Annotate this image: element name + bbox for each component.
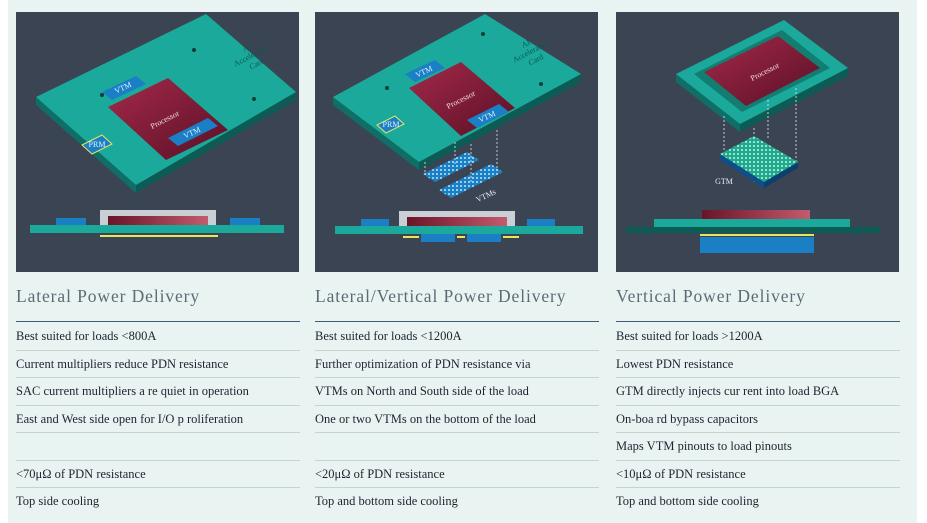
vtm-cross-section	[230, 218, 260, 225]
column-vertical: Processor GTM Vertical Power Delivery	[616, 12, 900, 515]
gtm-module	[720, 136, 798, 182]
spec-row: Top and bottom side cooling	[616, 494, 759, 508]
pcb-cross-section	[654, 219, 850, 227]
mounting-hole	[192, 48, 196, 52]
vtm-module	[168, 118, 218, 146]
spec-row: Top and bottom side cooling	[315, 494, 458, 508]
column-lateral: Processor VTM VTM PRM AI Accelerator Car…	[16, 12, 300, 515]
column-title: Lateral Power Delivery	[16, 286, 201, 306]
gtm-label: GTM	[715, 177, 733, 186]
vtm-module-exploded	[423, 152, 479, 182]
pcb-cross-section-base	[626, 227, 880, 233]
spec-row	[16, 433, 300, 461]
spec-row: Top side cooling	[16, 494, 100, 508]
column-lateral-vertical: Processor VTM VTM PRM AI Accelerator Car…	[315, 12, 599, 515]
pcb-cross-section	[30, 225, 284, 233]
solder-balls	[100, 235, 218, 237]
spec-list: Best suited for loads <1200A Further opt…	[315, 323, 599, 515]
gtm-cross-section	[700, 237, 814, 253]
substrate-side	[740, 68, 848, 132]
vtm-module	[405, 60, 445, 82]
accelerator-card-side	[333, 97, 419, 170]
prm-label: PRM	[89, 140, 106, 149]
lateral-vertical-illustration: Processor VTM VTM PRM AI Accelerator Car…	[315, 12, 598, 272]
title-rule	[315, 321, 599, 322]
lateral-illustration: Processor VTM VTM PRM AI Accelerator Car…	[16, 12, 299, 272]
vtm-module	[467, 104, 509, 128]
processor-chip	[108, 78, 228, 160]
lateral-diagram: Processor VTM VTM PRM AI Accelerator Car…	[30, 14, 296, 237]
accelerator-card-side	[136, 92, 296, 193]
prm-module	[376, 115, 405, 134]
gtm-module-side	[764, 162, 798, 188]
gtm-module-side	[720, 154, 764, 188]
assembly-arrows	[424, 130, 498, 182]
vtm-cross-section	[527, 219, 555, 226]
mounting-hole	[539, 82, 543, 86]
spec-row: <20μΩ of PDN resistance	[315, 461, 599, 488]
card-label: AI	[241, 42, 253, 54]
spec-row: Best suited for loads >1200A	[616, 323, 900, 351]
pcb-cross-section	[335, 226, 583, 234]
vtm-module	[102, 76, 146, 100]
spec-row: Maps VTM pinouts to load pinouts	[616, 433, 900, 461]
spec-row: <70μΩ of PDN resistance	[16, 461, 300, 488]
processor-chip	[704, 36, 820, 106]
mounting-hole	[385, 86, 389, 90]
spec-row: GTM directly injects cur rent into load …	[616, 378, 900, 406]
spec-row: Best suited for loads <800A	[16, 323, 300, 351]
mounting-hole	[481, 32, 485, 36]
vtms-label: VTMs	[475, 187, 498, 204]
vtm-cross-section	[467, 234, 501, 242]
prm-module	[81, 134, 113, 155]
vertical-diagram: Processor GTM	[626, 20, 880, 253]
vtm-cross-section	[361, 219, 389, 226]
spec-row: East and West side open for I/O p rolife…	[16, 406, 300, 433]
spec-row: Current multipliers reduce PDN resistanc…	[16, 351, 300, 378]
vertical-illustration: Processor GTM	[616, 12, 899, 272]
vtm-cross-section	[421, 234, 455, 242]
spec-row	[315, 433, 599, 461]
mounting-hole	[252, 97, 256, 101]
processor-cross-section	[108, 216, 208, 225]
lateral-vertical-diagram: Processor VTM VTM PRM AI Accelerator Car…	[333, 14, 583, 242]
spec-list: Best suited for loads >1200A Lowest PDN …	[616, 323, 900, 515]
spec-row: Best suited for loads <1200A	[315, 323, 599, 351]
mounting-hole	[100, 93, 104, 97]
card-label: AI	[520, 38, 532, 50]
accelerator-card-side	[419, 74, 581, 170]
spec-row: Lowest PDN resistance	[616, 351, 900, 378]
spec-row: On-boa rd bypass capacitors	[616, 406, 900, 433]
column-title: Lateral/Vertical Power Delivery	[315, 286, 567, 306]
spec-row: <10μΩ of PDN resistance	[616, 461, 900, 488]
solder-balls	[403, 236, 519, 238]
prm-label: PRM	[383, 120, 400, 129]
solder-balls	[700, 234, 814, 236]
vtm-cross-section	[56, 218, 86, 225]
processor-cross-section	[407, 217, 507, 226]
spec-row: SAC current multipliers a re quiet in op…	[16, 378, 300, 406]
spec-row: VTMs on North and South side of the load	[315, 378, 599, 406]
title-rule	[616, 321, 900, 322]
processor-cross-section	[702, 210, 810, 219]
title-rule	[16, 321, 300, 322]
spec-row: One or two VTMs on the bottom of the loa…	[315, 406, 599, 433]
spec-row: Further optimization of PDN resistance v…	[315, 351, 599, 378]
spec-list: Best suited for loads <800A Current mult…	[16, 323, 300, 515]
column-title: Vertical Power Delivery	[616, 286, 806, 306]
